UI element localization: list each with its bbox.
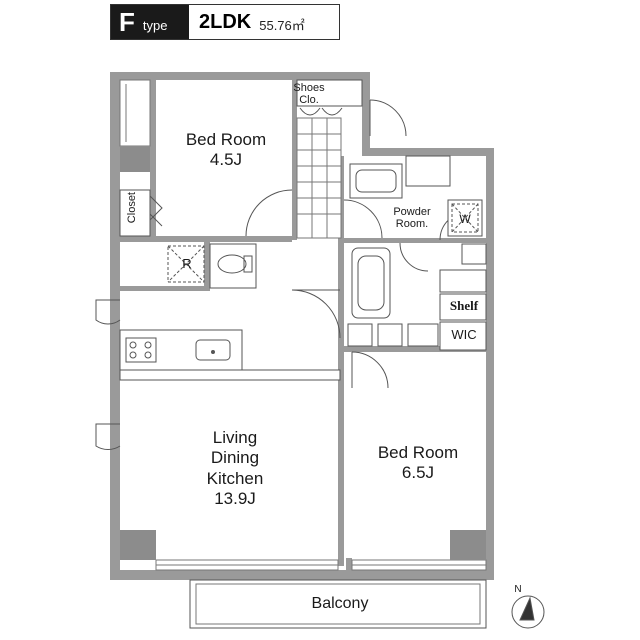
kitchen-counter [119,329,341,381]
washer-label: W [459,212,471,226]
ldk-size: 13.9J [214,489,256,509]
compass-rose [511,595,545,629]
bedroom-1-size: 4.5J [209,150,243,170]
balcony-outline [189,579,487,629]
powder-room-label: Powder Room. [382,206,442,230]
exterior-walls [110,72,494,580]
bedroom-2-name: Bed Room [377,443,459,462]
closet-label: Closet [126,192,138,224]
ldk-line2: Dining [210,448,260,468]
ldk-line1: Living [212,428,258,447]
ldk-line3: Kitchen [206,468,264,488]
bedroom-1-name: Bed Room [185,130,267,149]
bedroom-2-label: Bed Room 6.5J [358,443,478,484]
fridge-box [167,245,205,283]
area-label: 55.76㎡ [259,17,305,33]
entry-tiles [296,117,342,239]
plan-header: F type 2LDK 55.76㎡ [110,4,340,40]
type-letter: F [119,7,135,37]
fridge-label: R [182,256,192,271]
compass-north-label: N [514,584,522,595]
powder-line1: Powder [393,206,431,218]
bath [349,155,483,319]
powder-line2: Room. [395,218,429,231]
balcony-label: Balcony [311,595,369,612]
shoes-line2: Clo. [299,94,319,107]
layout-label: 2LDK [199,10,252,33]
type-word: type [142,17,168,33]
bedroom-1-label: Bed Room 4.5J [166,130,286,171]
doors [95,189,469,450]
shoes-line1: Shoes [293,82,325,94]
toilet [209,243,257,289]
bedroom-2-size: 6.5J [401,463,435,483]
cupboards [347,243,487,351]
wic-label: WIC [451,327,477,342]
shelf-label: Shelf [449,298,479,313]
shoes-closet-label: Shoes Clo. [284,82,334,106]
ldk-label: Living Dining Kitchen 13.9J [170,428,300,510]
windows [119,79,487,571]
type-badge: F type [111,5,189,39]
